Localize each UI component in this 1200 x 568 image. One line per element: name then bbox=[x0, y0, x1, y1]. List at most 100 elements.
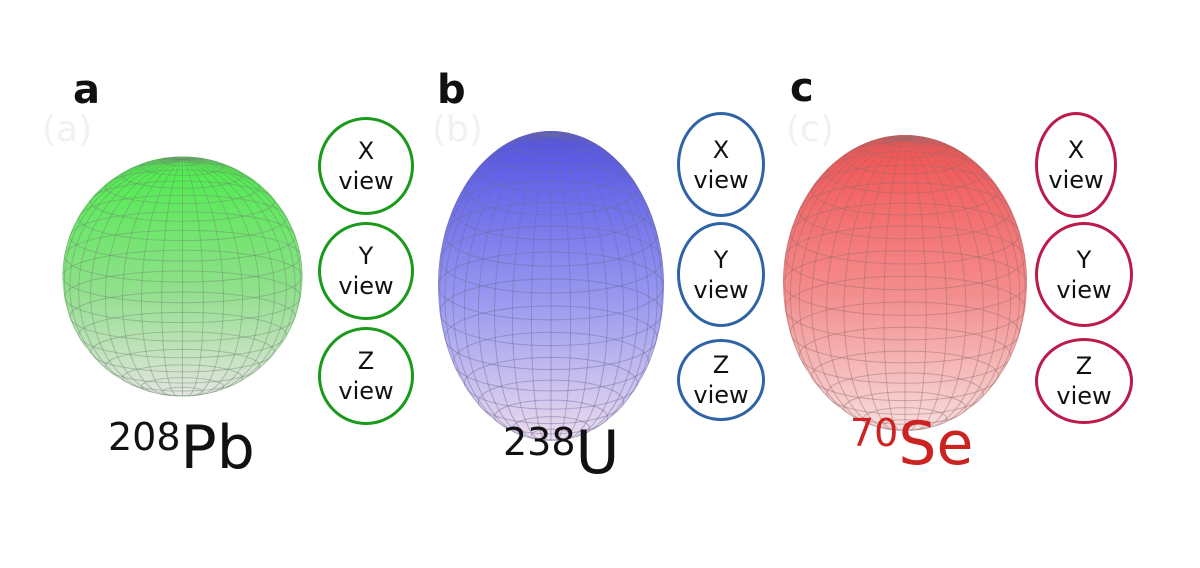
nuclide-label-se: 70Se bbox=[850, 414, 973, 474]
longitude-line bbox=[178, 156, 183, 160]
y-view-axis: Y bbox=[713, 245, 729, 274]
longitude-line bbox=[550, 134, 572, 441]
longitude-line bbox=[862, 138, 906, 431]
longitude-line bbox=[62, 158, 183, 277]
ghost-label-b: (b) bbox=[432, 109, 483, 150]
longitude-line bbox=[140, 158, 183, 397]
ghost-label-a: (a) bbox=[42, 109, 93, 150]
y-view-word: view bbox=[1056, 275, 1112, 304]
longitude-line bbox=[90, 158, 183, 393]
longitude-line bbox=[905, 138, 998, 187]
latitude-line bbox=[140, 377, 225, 397]
latitude-line bbox=[798, 326, 1012, 384]
latitude-line bbox=[140, 156, 225, 176]
longitude-line bbox=[182, 158, 302, 348]
longitude-line bbox=[550, 133, 605, 150]
latitude-line bbox=[452, 331, 650, 392]
longitude-line bbox=[784, 138, 906, 371]
latitude-line bbox=[843, 391, 967, 425]
x-view-button-pb[interactable]: X view bbox=[318, 117, 414, 215]
latitude-line bbox=[78, 311, 287, 359]
y-view-button-pb[interactable]: Y view bbox=[318, 222, 414, 320]
longitude-line bbox=[477, 134, 552, 438]
y-view-word: view bbox=[338, 272, 394, 300]
longitude-line bbox=[550, 134, 663, 378]
latitude-line bbox=[69, 291, 296, 342]
latitude-line bbox=[463, 162, 639, 216]
longitude-line bbox=[868, 137, 906, 143]
x-view-button-se[interactable]: X view bbox=[1035, 112, 1117, 218]
latitude-line bbox=[798, 182, 1012, 240]
x-view-axis: X bbox=[357, 137, 375, 165]
x-view-button-u[interactable]: X view bbox=[677, 112, 765, 217]
longitude-line bbox=[182, 158, 219, 163]
longitude-line bbox=[904, 135, 916, 140]
longitude-line bbox=[63, 158, 183, 348]
z-view-word: view bbox=[1056, 382, 1112, 410]
latitude-line bbox=[122, 364, 243, 392]
longitude-line bbox=[182, 157, 207, 160]
longitude-line bbox=[161, 159, 183, 397]
latitude-line bbox=[511, 131, 591, 156]
latitude-line bbox=[826, 372, 984, 415]
latitude-line bbox=[784, 275, 1026, 341]
latitude-line bbox=[122, 161, 243, 189]
latitude-line bbox=[477, 379, 625, 425]
longitude-line bbox=[182, 158, 244, 396]
longitude-line bbox=[550, 131, 555, 135]
element-symbol: U bbox=[575, 418, 620, 488]
latitude-line bbox=[862, 135, 948, 159]
longitude-line bbox=[783, 138, 906, 284]
longitude-line bbox=[798, 138, 906, 422]
ellipsoid-se-graphic bbox=[783, 135, 1027, 431]
longitude-line bbox=[182, 158, 287, 389]
z-view-button-u[interactable]: Z view bbox=[677, 339, 765, 421]
longitude-line bbox=[158, 157, 183, 160]
z-view-axis: Z bbox=[712, 351, 730, 379]
longitude-line bbox=[91, 158, 183, 199]
longitude-line bbox=[528, 132, 552, 136]
z-view-word: view bbox=[693, 381, 749, 409]
longitude-line bbox=[550, 134, 639, 437]
longitude-line bbox=[904, 138, 984, 428]
longitude-line bbox=[880, 136, 906, 140]
z-view-button-se[interactable]: Z view bbox=[1035, 338, 1133, 424]
longitude-line bbox=[182, 157, 203, 160]
y-view-button-se[interactable]: Y view bbox=[1035, 222, 1133, 327]
element-symbol: Pb bbox=[180, 413, 255, 483]
longitude-line bbox=[541, 131, 552, 136]
longitude-line bbox=[511, 134, 552, 441]
longitude-line bbox=[904, 138, 1000, 427]
sphere-pb bbox=[60, 154, 305, 399]
longitude-line bbox=[146, 158, 183, 163]
x-view-word: view bbox=[338, 167, 394, 195]
z-view-button-pb[interactable]: Z view bbox=[318, 327, 414, 425]
ellipsoid-se bbox=[780, 132, 1030, 434]
latitude-line bbox=[862, 407, 948, 431]
latitude-line bbox=[494, 399, 608, 435]
latitude-line bbox=[811, 164, 999, 216]
nuclide-label-pb: 208Pb bbox=[108, 418, 255, 478]
z-view-axis: Z bbox=[1075, 352, 1093, 380]
longitude-line bbox=[530, 134, 552, 441]
longitude-line bbox=[904, 137, 942, 143]
longitude-line bbox=[550, 134, 609, 441]
longitude-line bbox=[175, 156, 183, 160]
latitude-line bbox=[63, 270, 302, 324]
x-view-word: view bbox=[693, 165, 749, 194]
latitude-line bbox=[444, 201, 658, 267]
longitude-line bbox=[901, 135, 906, 139]
longitude-line bbox=[550, 134, 664, 287]
longitude-line bbox=[69, 158, 183, 379]
latitude-line bbox=[161, 386, 204, 397]
latitude-line bbox=[63, 229, 302, 283]
latitude-line bbox=[883, 135, 927, 147]
longitude-line bbox=[544, 131, 552, 136]
longitude-line bbox=[904, 136, 930, 140]
y-view-button-u[interactable]: Y view bbox=[677, 222, 765, 327]
latitude-line bbox=[783, 250, 1027, 316]
longitude-line bbox=[894, 135, 906, 140]
latitude-line bbox=[438, 251, 664, 321]
latitude-line bbox=[439, 278, 663, 347]
longitude-line bbox=[465, 134, 552, 185]
